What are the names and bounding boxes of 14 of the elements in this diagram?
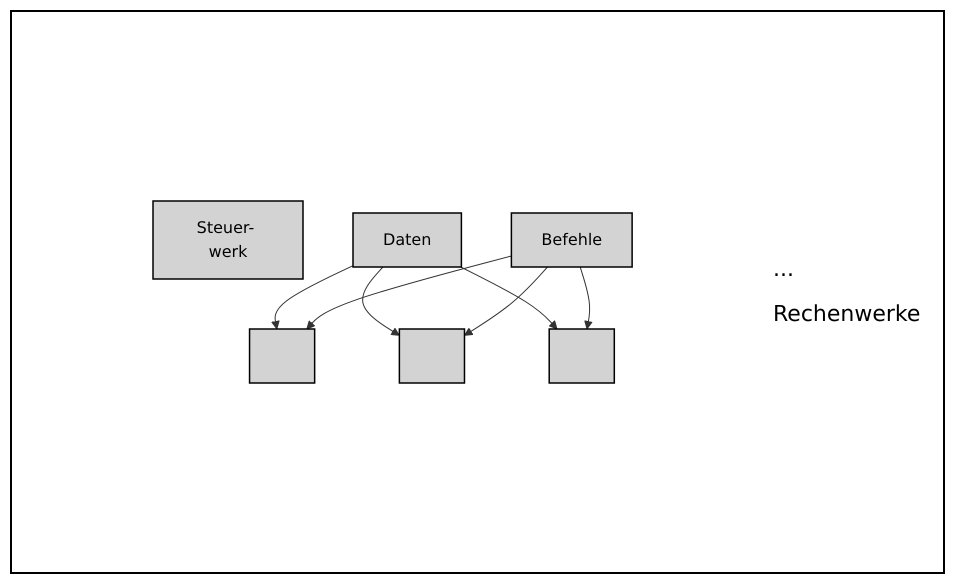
arrow xyxy=(306,255,512,330)
arrow xyxy=(460,266,558,330)
arrow xyxy=(271,265,354,330)
node-box: Steuer- werk xyxy=(152,200,304,280)
node-box xyxy=(398,328,466,384)
node-box: Daten xyxy=(352,212,462,268)
arrow xyxy=(464,266,548,336)
arrow xyxy=(580,266,593,330)
node-box: Befehle xyxy=(510,212,633,268)
note-text: ... xyxy=(773,257,795,282)
arrow xyxy=(362,266,400,336)
node-box xyxy=(548,328,615,384)
node-box xyxy=(248,328,316,384)
note-text: Rechenwerke xyxy=(773,302,922,327)
